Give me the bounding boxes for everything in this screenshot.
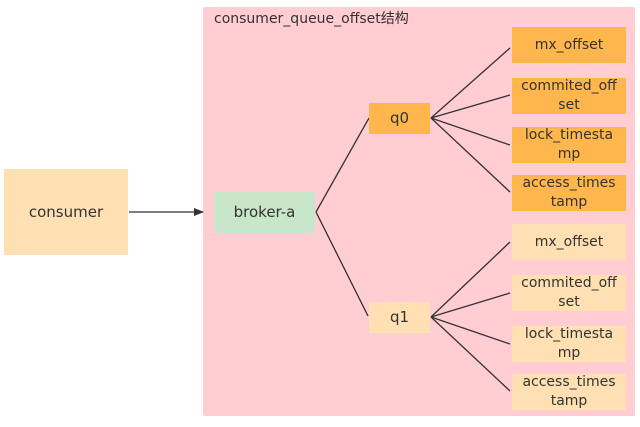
q1-field-lock-timestamp[interactable]: lock_timestamp — [512, 326, 626, 362]
q1-field-mx-offset[interactable]: mx_offset — [512, 224, 626, 260]
broker-label: broker-a — [233, 203, 296, 221]
edge-q0-mx-offset — [430, 47, 511, 119]
field-label: access_timestamp — [522, 374, 616, 409]
queue-node-q0[interactable]: q0 — [369, 103, 430, 134]
consumer-node[interactable]: consumer — [4, 169, 128, 255]
queue-label: q0 — [389, 109, 410, 127]
broker-node[interactable]: broker-a — [214, 192, 315, 233]
edge-q1-mx-offset — [430, 241, 511, 318]
edge-q0-lock-timestamp — [430, 117, 511, 146]
queue-node-q1[interactable]: q1 — [369, 302, 430, 333]
q0-field-commited-offset[interactable]: commited_offset — [512, 78, 626, 114]
field-label: lock_timestamp — [524, 326, 614, 361]
q0-field-lock-timestamp[interactable]: lock_timestamp — [512, 127, 626, 163]
container-title: consumer_queue_offset结构 — [214, 11, 409, 27]
q1-field-access-timestamp[interactable]: access_timestamp — [512, 374, 626, 410]
field-label: mx_offset — [534, 36, 604, 53]
field-label: commited_offset — [521, 78, 617, 113]
queue-label: q1 — [389, 308, 410, 326]
edge-q1-access-timestamp — [430, 316, 511, 392]
edge-q1-lock-timestamp — [430, 316, 511, 345]
edge-broker-q1 — [315, 211, 369, 317]
field-label: mx_offset — [534, 233, 604, 250]
q0-field-mx-offset[interactable]: mx_offset — [512, 27, 626, 63]
edge-q0-commited-offset — [430, 94, 511, 119]
q1-field-commited-offset[interactable]: commited_offset — [512, 275, 626, 311]
field-label: commited_offset — [521, 275, 617, 310]
q0-field-access-timestamp[interactable]: access_timestamp — [512, 175, 626, 211]
edge-broker-q0 — [315, 117, 370, 213]
field-label: lock_timestamp — [524, 127, 614, 162]
edge-q1-commited-offset — [430, 292, 511, 318]
consumer-label: consumer — [28, 202, 104, 221]
edge-q0-access-timestamp — [430, 117, 511, 193]
field-label: access_timestamp — [522, 175, 616, 210]
